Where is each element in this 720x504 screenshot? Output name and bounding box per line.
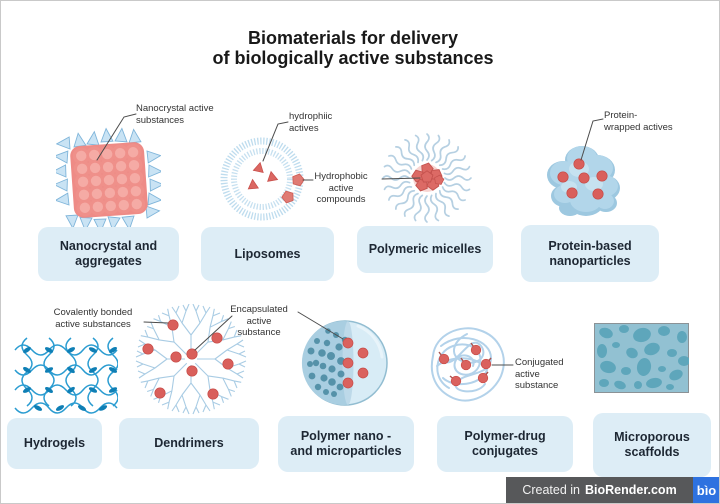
annotation-hydrophilic-actives: hydrophiic actives [289,111,333,134]
annotation-nanocrystal-active-substances: Nanocrystal active substances [136,103,214,126]
annotation-protein-wrapped-actives: Protein- wrapped actives [604,110,673,133]
protein-wrapped-actives [557,158,608,200]
category-protein-nanoparticles: Protein-based nanoparticles [521,225,659,282]
credit-brand: BioRender.com [585,483,677,497]
category-polymeric-micelles: Polymeric micelles [357,226,493,273]
micelle-core-compounds [409,160,445,194]
particle-shaded-half [301,321,348,405]
protein-nanoparticle-illustration [547,146,620,216]
category-microporous-scaffolds: Microporous scaffolds [593,413,711,477]
covalent-bond-nodes [22,346,118,411]
nanocrystal-illustration [56,127,161,227]
polymer-drug-conjugate-illustration [430,327,505,402]
polymer-particle-illustration [301,320,388,406]
category-polymer-drug-conjugates: Polymer-drug conjugates [437,416,573,472]
biorender-logo[interactable]: bìo [693,477,719,503]
category-polymer-particles: Polymer nano - and microparticles [278,416,414,472]
annotation-covalently-bonded: Covalently bonded active substances [53,307,133,330]
liposome-illustration [220,137,306,221]
nanocrystal-core [70,142,148,218]
category-nanocrystal-aggregates: Nanocrystal and aggregates [38,227,179,281]
category-dendrimers: Dendrimers [119,418,259,469]
microporous-scaffold-illustration [594,323,689,393]
credit-prefix: Created in [522,483,580,497]
annotation-conjugated-substance: Conjugated active substance [515,357,564,391]
annotation-encapsulated-substance: Encapsulated active substance [230,304,288,338]
category-liposomes: Liposomes [201,227,334,281]
dendrimer-illustration [135,304,247,415]
polymeric-micelle-illustration [382,133,472,223]
annotation-hydrophobic-active-compounds: Hydrophobic active compounds [314,171,368,205]
encapsulated-substance-dots [342,337,369,389]
hydrogel-illustration [14,337,118,414]
page-title: Biomaterials for delivery of biologicall… [212,28,494,68]
scaffold-pores [597,325,689,390]
biorender-credit[interactable]: Created in BioRender.com [506,477,693,503]
category-hydrogels: Hydrogels [7,418,102,469]
conjugated-substance-dots [438,344,492,387]
lipid-bilayer-inner [231,148,293,210]
encapsulated-actives [142,319,234,400]
